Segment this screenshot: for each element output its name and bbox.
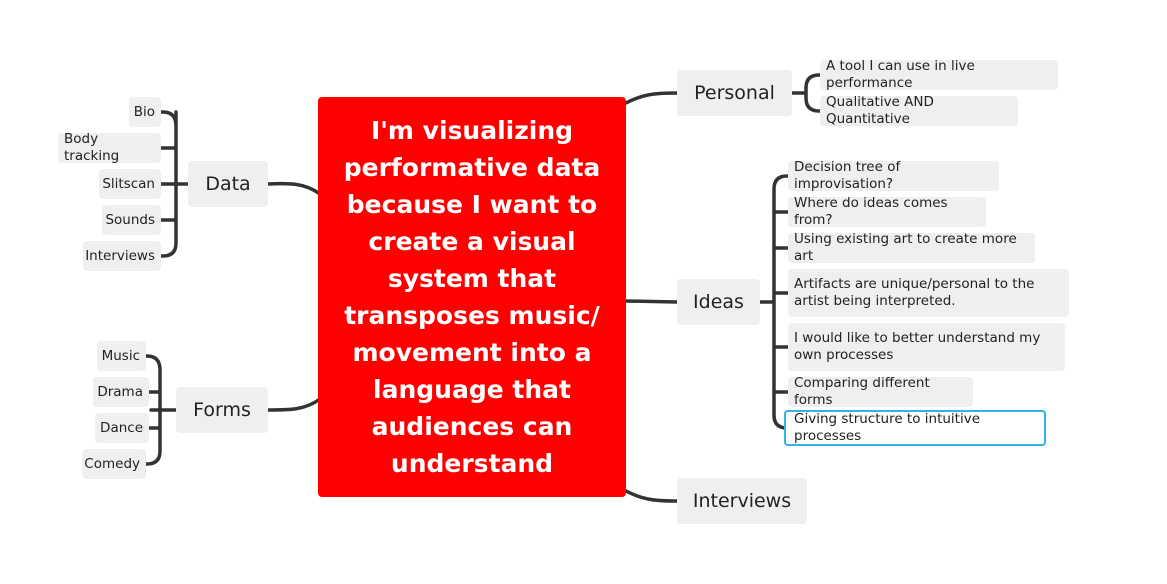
subtopic-data-interviews[interactable]: Interviews <box>83 241 161 271</box>
connector-central-interviews <box>624 489 679 503</box>
topic-data[interactable]: Data <box>188 161 268 207</box>
central-topic-text: I'm visualizing performative data becaus… <box>343 116 601 478</box>
subtopic-data-slitscan[interactable]: Slitscan <box>99 169 161 199</box>
subtopic-personal-qualitative[interactable]: Qualitative AND Quantitative <box>820 94 1018 127</box>
subtopic-ideas-decision-tree[interactable]: Decision tree of improvisation? <box>788 159 999 192</box>
subtopic-data-body-tracking[interactable]: Body tracking <box>58 131 161 164</box>
connector-central-data <box>266 181 322 196</box>
subtopic-forms-comedy[interactable]: Comedy <box>82 449 146 479</box>
subtopic-forms-drama[interactable]: Drama <box>93 377 149 407</box>
subtopic-ideas-giving-structure[interactable]: Giving structure to intuitive processes <box>784 410 1046 446</box>
subtopic-ideas-understand-processes[interactable]: I would like to better understand my own… <box>788 323 1065 371</box>
connector-central-ideas <box>624 299 679 304</box>
connector-personal-items <box>790 73 822 113</box>
subtopic-data-sounds[interactable]: Sounds <box>102 205 161 235</box>
connector-ideas-items <box>758 174 790 430</box>
topic-ideas[interactable]: Ideas <box>677 279 760 325</box>
subtopic-ideas-comparing-forms[interactable]: Comparing different forms <box>788 375 973 408</box>
connector-central-forms <box>266 397 322 412</box>
subtopic-ideas-where-ideas[interactable]: Where do ideas comes from? <box>788 195 986 228</box>
subtopic-forms-dance[interactable]: Dance <box>95 413 149 443</box>
topic-interviews[interactable]: Interviews <box>677 478 807 524</box>
subtopic-ideas-existing-art[interactable]: Using existing art to create more art <box>788 231 1035 264</box>
topic-personal[interactable]: Personal <box>677 70 792 116</box>
subtopic-personal-live-tool[interactable]: A tool I can use in live performance <box>820 58 1058 91</box>
connector-central-personal <box>624 91 679 105</box>
subtopic-forms-music[interactable]: Music <box>97 341 146 371</box>
central-topic[interactable]: I'm visualizing performative data becaus… <box>318 97 626 497</box>
subtopic-data-bio[interactable]: Bio <box>129 97 161 127</box>
connector-data-items <box>155 110 190 258</box>
connector-forms-items <box>144 354 178 466</box>
topic-forms[interactable]: Forms <box>176 387 268 433</box>
subtopic-ideas-artifacts[interactable]: Artifacts are unique/personal to the art… <box>788 269 1069 317</box>
